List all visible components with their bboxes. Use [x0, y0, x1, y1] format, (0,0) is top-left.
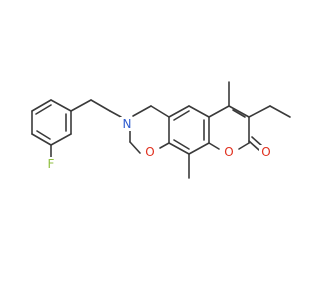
- carbonyl-oxygen-label: O: [261, 145, 270, 159]
- lactone-oxygen-label: O: [224, 145, 233, 159]
- fluorine-atom-label: F: [48, 157, 55, 171]
- ethyl-linker: [70, 99, 122, 118]
- oxazine-oxygen-atom: O: [143, 145, 157, 159]
- nitrogen-atom: N: [120, 117, 134, 131]
- central-benzene-ring: [168, 105, 210, 155]
- oxazine-oxygen-label: O: [145, 145, 154, 159]
- carbonyl-group: [248, 136, 263, 151]
- pyranone-ring: [208, 105, 250, 150]
- ethyl-substituent: [248, 105, 291, 118]
- nitrogen-atom-label: N: [123, 117, 132, 131]
- oxazine-ring: [129, 105, 170, 154]
- fluoro-substituent: F: [44, 144, 58, 171]
- molecule-structure: F: [31, 81, 291, 179]
- carbonyl-oxygen-atom: O: [259, 145, 273, 159]
- fluorophenyl-ring: [31, 99, 72, 146]
- lactone-oxygen-atom: O: [222, 145, 236, 159]
